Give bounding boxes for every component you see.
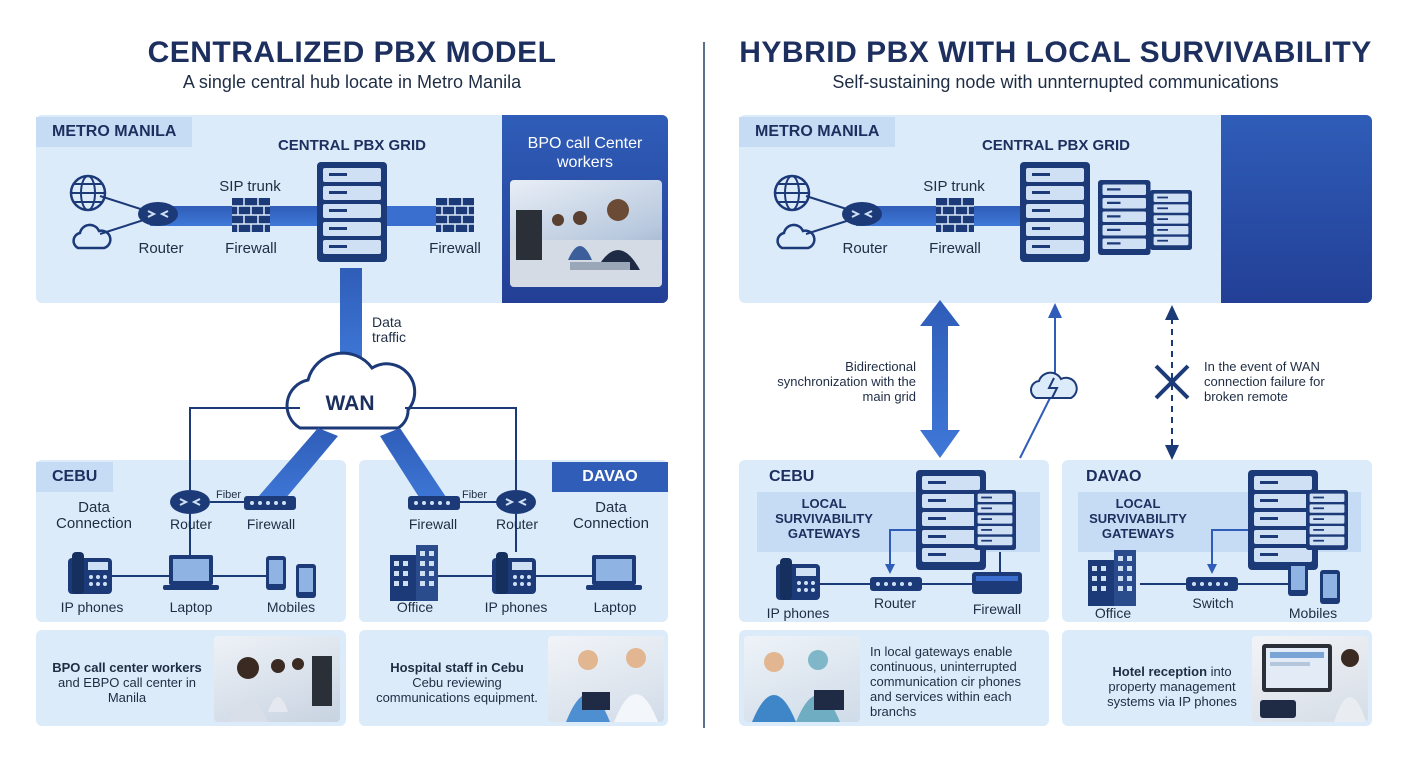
- caption-4-rest: into property management systems via IP …: [1107, 664, 1237, 709]
- right-metro-blue-block: [1221, 115, 1372, 303]
- caption-4: Hotel reception into property management…: [1094, 664, 1250, 709]
- caption-4-illustration: [1260, 644, 1366, 722]
- caption-2-bold: Hospital staff in Cebu: [390, 660, 524, 675]
- left-title: CENTRALIZED PBX MODEL: [147, 36, 557, 69]
- caption-2-illustration: [566, 648, 658, 722]
- caption-4-bold: Hotel reception: [1112, 664, 1208, 679]
- caption-2-rest: Cebu reviewing communications equipment.: [376, 675, 538, 705]
- left-cebu-router: Router: [169, 516, 213, 532]
- right-metro-tag: METRO MANILA: [739, 117, 896, 147]
- left-router-label: Router: [138, 240, 184, 257]
- caption-3-photo: [744, 636, 860, 722]
- bpo-photo: [510, 180, 662, 287]
- left-cebu-fiber: Fiber: [216, 489, 242, 501]
- left-davao-ipphones: IP phones: [484, 599, 548, 615]
- left-cebu-tag: CEBU: [36, 462, 114, 492]
- caption-1: BPO call center workers and EBPO call ce…: [42, 660, 212, 705]
- left-firewall-label-1: Firewall: [225, 240, 277, 257]
- right-davao-tag: DAVAO: [1086, 468, 1142, 485]
- right-title: HYBRID PBX WITH LOCAL SURVIVABILITY: [739, 36, 1372, 69]
- right-cebu-tag: CEBU: [769, 468, 815, 485]
- caption-1-bold: BPO call center workers: [52, 660, 202, 675]
- left-davao-office: Office: [396, 599, 434, 615]
- left-davao-firewall: Firewall: [408, 516, 458, 532]
- left-grid-title: CENTRAL PBX GRID: [277, 137, 427, 154]
- right-firewall-label: Firewall: [929, 240, 981, 257]
- right-davao-mobiles: Mobiles: [1288, 605, 1338, 621]
- caption-2-photo: [548, 636, 664, 722]
- center-divider: [703, 42, 705, 728]
- right-davao-switch: Switch: [1192, 595, 1234, 611]
- caption-4-photo: [1252, 636, 1368, 722]
- right-cebu-gateways: LOCAL SURVIVABILITY GATEWAYS: [775, 496, 873, 541]
- caption-3-illustration: [752, 650, 844, 722]
- right-cebu-firewall: Firewall: [972, 601, 1022, 617]
- right-cebu-router: Router: [873, 595, 917, 611]
- left-metro-tag: METRO MANILA: [36, 117, 193, 147]
- left-cebu-mobiles: Mobiles: [266, 599, 316, 615]
- left-davao-router: Router: [495, 516, 539, 532]
- left-cebu-firewall: Firewall: [246, 516, 296, 532]
- left-davao-fiber: Fiber: [462, 489, 488, 501]
- left-davao-laptop: Laptop: [593, 599, 637, 615]
- caption-1-photo: [214, 636, 340, 722]
- sync-note: Bidirectional synchronization with the m…: [777, 359, 916, 404]
- left-firewall-label-2: Firewall: [429, 240, 481, 257]
- right-sip-trunk: SIP trunk: [923, 178, 985, 195]
- right-grid-title: CENTRAL PBX GRID: [981, 137, 1131, 154]
- right-davao-gateways: LOCAL SURVIVABILITY GATEWAYS: [1089, 496, 1187, 541]
- right-subtitle: Self-sustaining node with unnternupted c…: [832, 72, 1279, 92]
- bpo-photo-illustration: [510, 199, 662, 287]
- left-cebu-laptop: Laptop: [169, 599, 213, 615]
- bpo-box-title: BPO call Center workers: [527, 135, 643, 171]
- right-cebu-ipphones: IP phones: [766, 605, 830, 621]
- caption-3: In local gateways enable continuous, uni…: [870, 644, 1022, 719]
- caption-1-illustration: [228, 656, 332, 722]
- right-davao-office: Office: [1094, 605, 1132, 621]
- data-traffic-label: Data traffic: [372, 314, 406, 345]
- wan-label: WAN: [325, 392, 375, 415]
- left-cebu-ipphones: IP phones: [60, 599, 124, 615]
- left-davao-conn: Data Connection: [573, 499, 649, 532]
- caption-1-rest: and EBPO call center in Manila: [57, 675, 197, 705]
- left-davao-tag: DAVAO: [552, 462, 668, 492]
- caption-2: Hospital staff in Cebu Cebu reviewing co…: [364, 660, 550, 705]
- left-cebu-conn: Data Connection: [56, 499, 132, 532]
- right-router-label: Router: [842, 240, 888, 257]
- left-subtitle: A single central hub locate in Metro Man…: [182, 72, 522, 92]
- failure-note: In the event of WAN connection failure f…: [1204, 359, 1325, 404]
- left-sip-trunk: SIP trunk: [219, 178, 281, 195]
